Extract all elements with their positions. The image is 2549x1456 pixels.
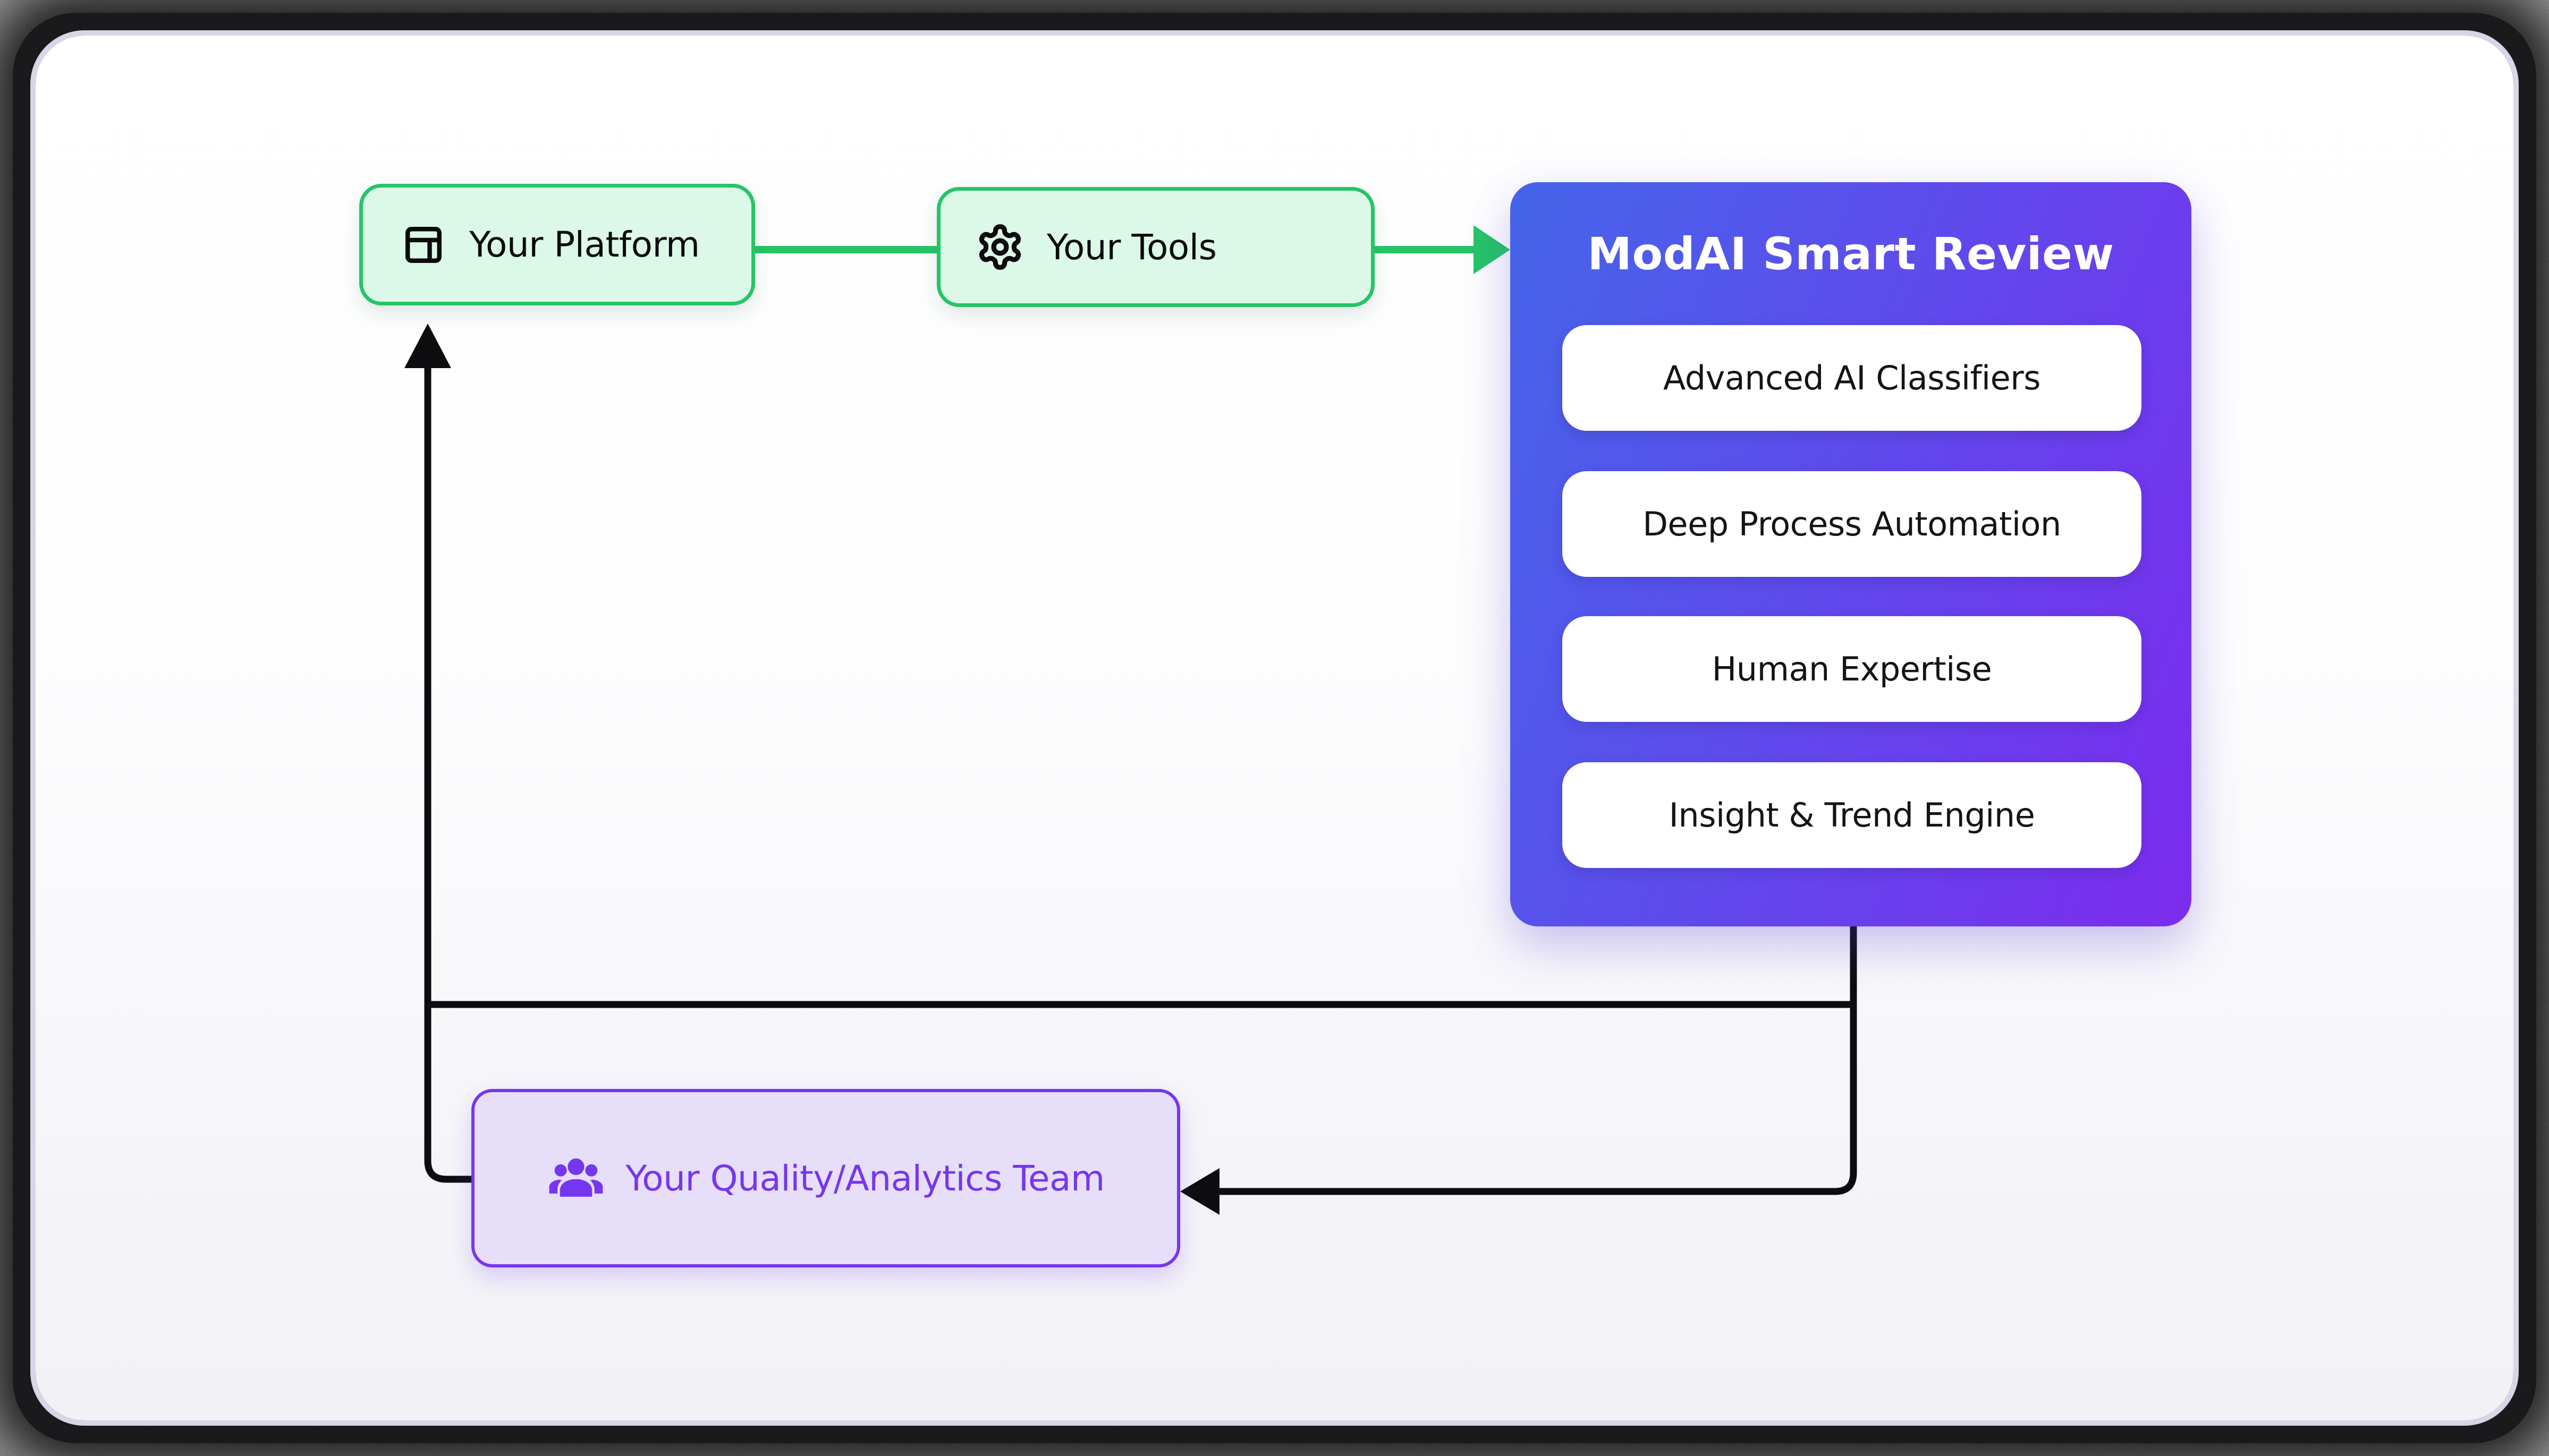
tools-node: Your Tools xyxy=(937,187,1375,307)
team-label: Your Quality/Analytics Team xyxy=(625,1157,1105,1199)
platform-label: Your Platform xyxy=(469,224,700,265)
users-icon xyxy=(549,1158,603,1197)
modai-card-insight-trend-engine: Insight & Trend Engine xyxy=(1562,762,2141,868)
team-node: Your Quality/Analytics Team xyxy=(471,1089,1180,1267)
modai-card-label: Advanced AI Classifiers xyxy=(1663,359,2041,397)
tools-label: Your Tools xyxy=(1047,226,1217,268)
arrowhead-into-team xyxy=(1180,1168,1220,1215)
arrowhead-into-platform xyxy=(404,323,451,368)
feedback-line-modai-to-team xyxy=(1218,926,1857,1195)
modai-card-label: Human Expertise xyxy=(1712,650,1992,688)
diagram-canvas: Your Platform Your Tools ModAI Smart Rev… xyxy=(36,36,2513,1420)
feedback-line-team-to-platform xyxy=(424,365,472,1183)
modai-card-label: Deep Process Automation xyxy=(1642,505,2061,543)
connector-layer xyxy=(404,225,1857,1215)
platform-node: Your Platform xyxy=(359,184,755,305)
modai-panel-title: ModAI Smart Review xyxy=(1587,227,2114,280)
arrowhead-into-modai xyxy=(1473,225,1510,274)
panels-top-icon xyxy=(405,226,442,263)
modai-card-label: Insight & Trend Engine xyxy=(1669,796,2035,835)
modai-card-human-expertise: Human Expertise xyxy=(1562,616,2141,722)
modai-card-deep-process-automation: Deep Process Automation xyxy=(1562,471,2141,577)
gear-icon xyxy=(979,224,1021,270)
modai-card-advanced-ai-classifiers: Advanced AI Classifiers xyxy=(1562,325,2141,431)
modai-panel: ModAI Smart Review Advanced AI Classifie… xyxy=(1510,182,2191,926)
